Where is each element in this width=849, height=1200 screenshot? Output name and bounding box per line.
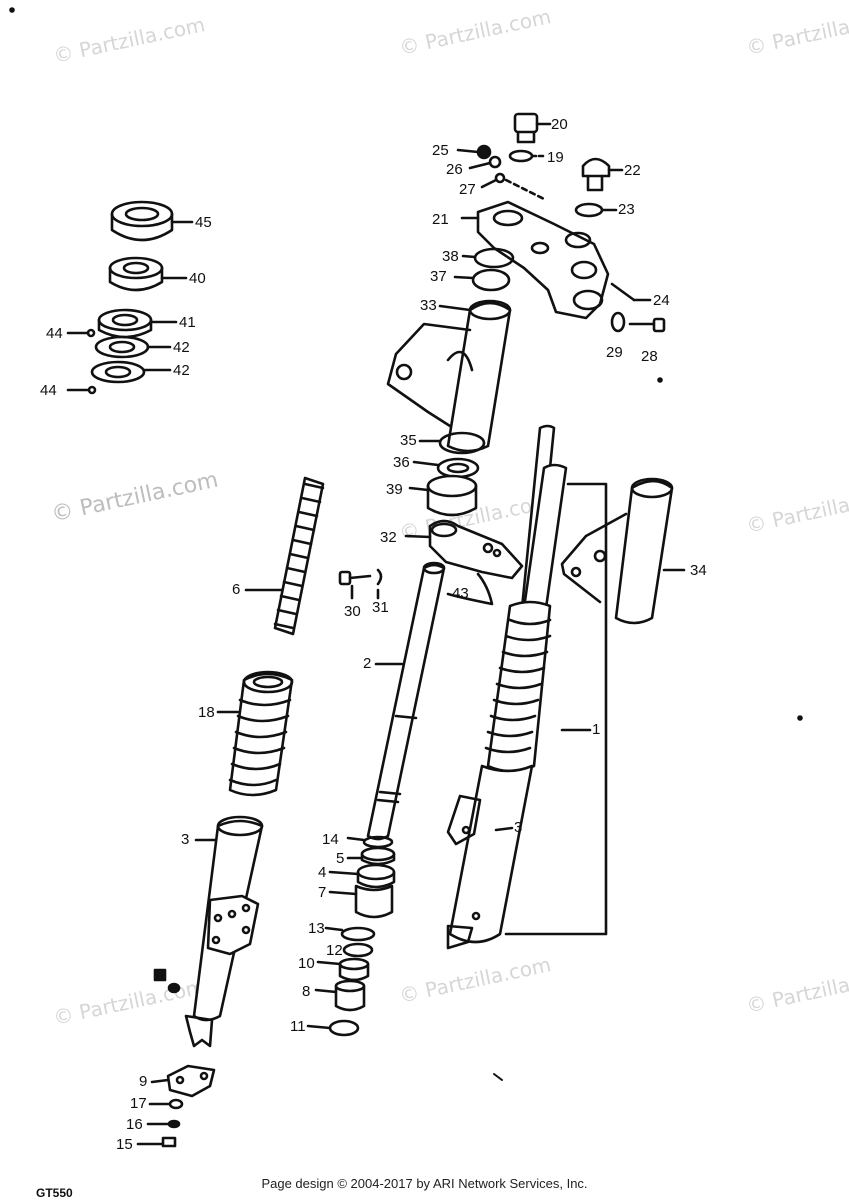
nut-40 bbox=[108, 256, 188, 292]
spacer-36 bbox=[436, 457, 480, 479]
callout-32: 32 bbox=[380, 529, 397, 546]
callout-23: 23 bbox=[618, 201, 635, 218]
callout-16: 16 bbox=[126, 1116, 143, 1133]
upper-bracket-21 bbox=[460, 200, 610, 320]
callout-29: 29 bbox=[606, 344, 623, 361]
ring-11 bbox=[328, 1019, 360, 1037]
callout-3-left: 3 bbox=[181, 831, 190, 848]
callout-2: 2 bbox=[363, 655, 372, 672]
callout-35: 35 bbox=[400, 432, 417, 449]
callout-20: 20 bbox=[551, 116, 568, 133]
boot-18 bbox=[216, 670, 294, 797]
callout-33: 33 bbox=[420, 297, 437, 314]
callout-39: 39 bbox=[386, 481, 403, 498]
washer-31 bbox=[376, 568, 383, 586]
callout-42a: 42 bbox=[173, 339, 190, 356]
washer-19 bbox=[508, 149, 534, 163]
model-label: GT550 bbox=[36, 1186, 73, 1200]
fork-cover-33 bbox=[386, 299, 512, 453]
callout-30: 30 bbox=[344, 603, 361, 620]
callout-7: 7 bbox=[318, 884, 327, 901]
callout-43: 43 bbox=[452, 585, 469, 602]
callout-25: 25 bbox=[432, 142, 449, 159]
washer-23 bbox=[574, 202, 604, 218]
callout-27: 27 bbox=[459, 181, 476, 198]
bolt-28 bbox=[628, 317, 666, 333]
piston-4 bbox=[356, 863, 396, 889]
callout-44a: 44 bbox=[46, 325, 63, 342]
callout-44b: 44 bbox=[40, 382, 57, 399]
race-42b bbox=[90, 360, 172, 384]
callout-1: 1 bbox=[592, 721, 601, 738]
callout-31: 31 bbox=[372, 599, 389, 616]
washer-17 bbox=[168, 1098, 184, 1110]
outer-tube-3 bbox=[184, 815, 264, 1048]
clip-43 bbox=[446, 572, 494, 606]
nut-15 bbox=[136, 1136, 177, 1148]
seat-5 bbox=[360, 846, 396, 866]
ring-35 bbox=[438, 431, 486, 455]
bearing-41 bbox=[97, 308, 178, 339]
footer-copyright: Page design © 2004-2017 by ARI Network S… bbox=[261, 1176, 588, 1191]
cylinder-7 bbox=[354, 884, 394, 919]
race-42a bbox=[94, 335, 172, 359]
ring-27 bbox=[494, 172, 506, 184]
bolt-22 bbox=[581, 157, 624, 192]
callout-34: 34 bbox=[690, 562, 707, 579]
callout-5: 5 bbox=[336, 850, 345, 867]
callout-21: 21 bbox=[432, 211, 449, 228]
washer-26 bbox=[488, 155, 502, 169]
callout-22: 22 bbox=[624, 162, 641, 179]
callout-10: 10 bbox=[298, 955, 315, 972]
bolt-20 bbox=[513, 112, 552, 144]
callout-14: 14 bbox=[322, 831, 339, 848]
axle-cap-9 bbox=[150, 1064, 216, 1098]
callout-17: 17 bbox=[130, 1095, 147, 1112]
washer-16 bbox=[167, 1119, 181, 1129]
callout-24: 24 bbox=[653, 292, 670, 309]
nut-25 bbox=[476, 144, 492, 160]
callout-3-right: 3 bbox=[514, 819, 523, 836]
bolt-small bbox=[153, 968, 181, 994]
ring-37 bbox=[471, 268, 511, 292]
callout-45: 45 bbox=[195, 214, 212, 231]
callout-26: 26 bbox=[446, 161, 463, 178]
spring-10 bbox=[338, 957, 370, 982]
lower-bracket-32 bbox=[404, 519, 524, 580]
callout-28: 28 bbox=[641, 348, 658, 365]
bolt-24 bbox=[610, 282, 636, 302]
spring-6 bbox=[244, 476, 325, 636]
callout-6: 6 bbox=[232, 581, 241, 598]
seat-8 bbox=[334, 979, 366, 1012]
callout-8: 8 bbox=[302, 983, 311, 1000]
callout-9: 9 bbox=[139, 1073, 148, 1090]
ring-12 bbox=[342, 942, 374, 958]
callout-19: 19 bbox=[547, 149, 564, 166]
callout-42b: 42 bbox=[173, 362, 190, 379]
callout-11: 11 bbox=[290, 1018, 306, 1035]
callout-12: 12 bbox=[326, 942, 343, 959]
callout-40: 40 bbox=[189, 270, 206, 287]
fork-assembly-1 bbox=[446, 424, 608, 950]
bolt-30 bbox=[338, 570, 372, 586]
callout-4: 4 bbox=[318, 864, 327, 881]
headlight-bracket-34 bbox=[560, 477, 686, 625]
callout-15: 15 bbox=[116, 1136, 133, 1153]
guide-39 bbox=[426, 474, 478, 517]
callout-41: 41 bbox=[179, 314, 196, 331]
callout-13: 13 bbox=[308, 920, 325, 937]
seal-45 bbox=[110, 200, 194, 242]
callout-38: 38 bbox=[442, 248, 459, 265]
callout-36: 36 bbox=[393, 454, 410, 471]
ring-13 bbox=[340, 926, 376, 942]
callout-37: 37 bbox=[430, 268, 447, 285]
washer-29 bbox=[610, 311, 626, 333]
callout-18: 18 bbox=[198, 704, 215, 721]
